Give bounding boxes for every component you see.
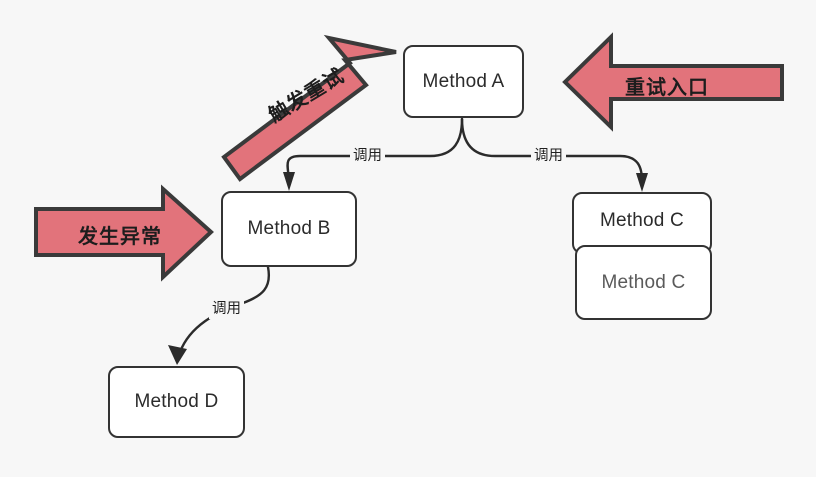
- block-arrow-exception: [34, 184, 214, 282]
- edge-label-b-to-d: 调用: [209, 300, 244, 319]
- node-method-d-label: Method D: [134, 391, 219, 412]
- node-method-a[interactable]: Method A: [403, 45, 524, 118]
- node-method-b[interactable]: Method B: [221, 191, 357, 267]
- trigger-retry-arrow-shape: [221, 34, 397, 182]
- node-method-b-label: Method B: [247, 218, 331, 239]
- node-method-c-back-label: Method C: [600, 210, 684, 231]
- node-method-a-label: Method A: [422, 70, 505, 92]
- edge-b-to-d-arrowhead: [168, 345, 187, 365]
- edge-label-a-to-c: 调用: [531, 147, 566, 166]
- retry-entry-arrow-shape: [562, 32, 784, 132]
- edge-label-a-to-b: 调用: [350, 147, 385, 166]
- node-method-c-back[interactable]: Method C: [572, 192, 712, 254]
- block-arrow-retry-entry: [562, 32, 784, 132]
- edge-a-to-b-arrowhead: [283, 172, 295, 191]
- node-method-c-front-label: Method C: [601, 271, 686, 293]
- block-arrow-trigger-retry: [221, 34, 397, 182]
- node-method-c-front[interactable]: Method C: [575, 245, 712, 320]
- edge-a-to-c-arrowhead: [636, 173, 648, 192]
- exception-arrow-shape: [34, 184, 214, 282]
- node-method-d[interactable]: Method D: [108, 366, 245, 438]
